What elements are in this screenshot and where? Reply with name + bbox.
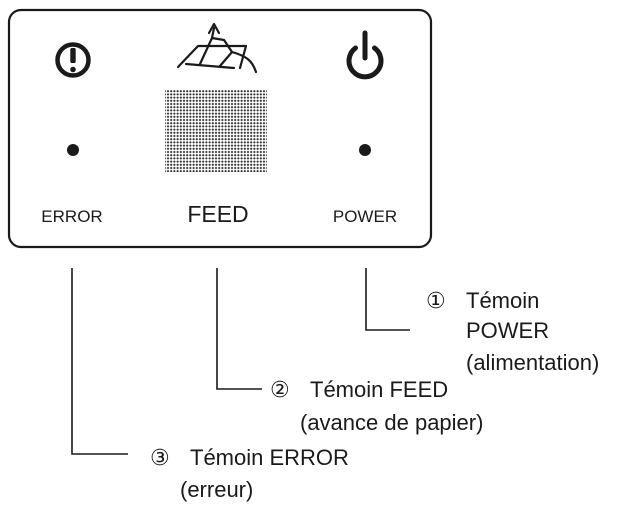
power-label: POWER xyxy=(333,207,397,226)
power-led xyxy=(359,144,371,156)
callout-number: ③ xyxy=(150,445,170,470)
callout-power: ① Témoin POWER (alimentation) xyxy=(426,288,599,375)
callout-error: ③ Témoin ERROR (erreur) xyxy=(150,445,349,502)
callout-number: ① xyxy=(426,288,446,313)
leader-line-error xyxy=(71,268,128,455)
feed-label: FEED xyxy=(187,201,248,227)
callout-line: Témoin xyxy=(466,288,539,313)
exclamation-circle-icon xyxy=(55,42,91,78)
callout-line: (alimentation) xyxy=(466,350,599,375)
leader-line-feed xyxy=(216,268,262,390)
leader-line-power xyxy=(365,268,410,331)
callout-line: Témoin FEED xyxy=(310,377,448,402)
paper-feed-icon xyxy=(176,22,258,74)
power-icon xyxy=(346,30,384,80)
error-label: ERROR xyxy=(41,207,102,226)
callout-line: POWER xyxy=(466,318,549,343)
callout-line: (erreur) xyxy=(180,477,253,502)
callout-line: (avance de papier) xyxy=(300,410,483,435)
feed-button-area xyxy=(165,90,267,172)
callout-line: Témoin ERROR xyxy=(190,445,349,470)
callout-number: ② xyxy=(270,377,290,402)
error-led xyxy=(67,144,79,156)
callout-feed: ② Témoin FEED (avance de papier) xyxy=(270,377,483,435)
